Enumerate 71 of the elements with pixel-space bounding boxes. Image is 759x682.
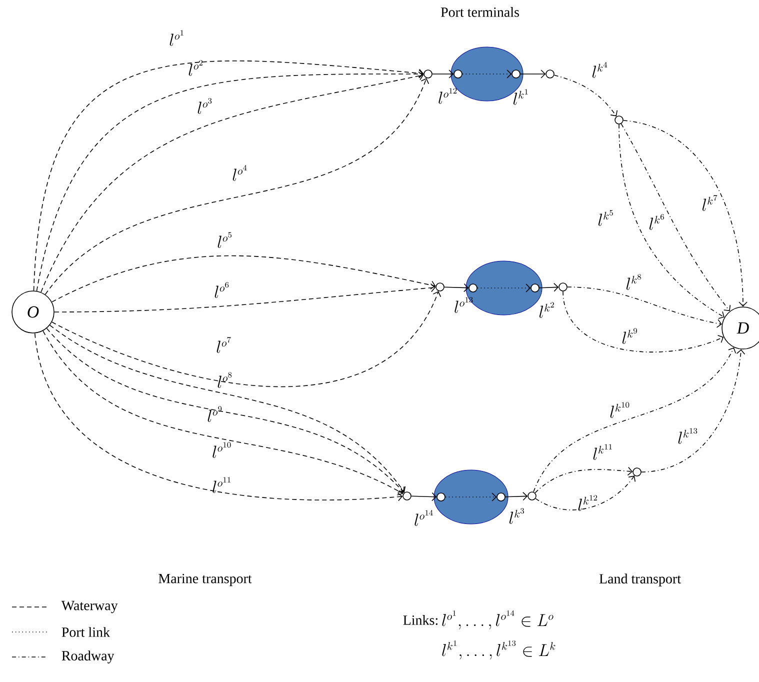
arrow: [562, 291, 724, 352]
label: Land transport: [599, 574, 681, 586]
formula: $l^{o^{1}}, \ldots, l^{o^{14}} \in L^{o}$: [442, 610, 554, 630]
edge-label: $l^{k^{11}}$: [593, 444, 612, 460]
formula: $l^{k^{1}}, \ldots, l^{k^{13}} \in L^{k}$: [442, 640, 556, 660]
edge-label: $l^{k^{13}}$: [678, 428, 698, 444]
arrow: [641, 349, 746, 472]
arrow: [539, 282, 559, 292]
edge-label: $l^{o^{9}}$: [208, 406, 222, 422]
junction-circle: [402, 492, 412, 500]
edge-label: $l^{k^{4}}$: [592, 62, 608, 78]
junction-circle: [468, 284, 478, 292]
junction-circle: [512, 70, 520, 78]
edge-label: $l^{o^{1}}$: [170, 30, 184, 46]
edge-label: $l^{o^{2}}$: [188, 60, 203, 76]
arrow: [520, 70, 546, 78]
edge-label: $l^{o^{8}}$: [218, 372, 232, 388]
arrow: [52, 291, 442, 388]
junction-circle: [454, 70, 462, 78]
junction-circle: [528, 492, 536, 500]
arrow: [445, 492, 497, 502]
edge-label: $l^{o^{4}}$: [232, 165, 247, 181]
edge-label: $l^{k^{8}}$: [626, 274, 641, 290]
arrow: [477, 284, 531, 292]
arrow: [567, 286, 722, 328]
arrow: [444, 283, 469, 292]
edge-label: $l^{o^{11}}$: [212, 477, 230, 493]
edge-label: $l^{o^{7}}$: [216, 337, 231, 353]
junction-circle: [546, 70, 554, 78]
edge-label: $l^{k^{7}}$: [702, 195, 718, 211]
edge-label: $l^{o^{12}}$: [438, 88, 457, 104]
arrow: [535, 476, 636, 510]
edge-label: $l^{k^{6}}$: [649, 214, 664, 230]
port-ellipse: [434, 470, 508, 524]
arrow: [462, 70, 512, 78]
legend-label: Roadway: [62, 650, 114, 664]
edge-label: $l^{k^{3}}$: [509, 508, 524, 524]
junction-circle: [632, 468, 642, 476]
arrow: [623, 120, 748, 307]
junction-circle: [424, 70, 432, 78]
arrow: [554, 74, 618, 116]
arrow: [534, 466, 633, 494]
arrow: [533, 347, 736, 492]
junction-circle: [436, 492, 446, 502]
edge-label: $l^{k^{12}}$: [578, 495, 598, 511]
edge-label: $l^{o^{3}}$: [198, 98, 212, 114]
label: Marine transport: [158, 574, 252, 586]
arrow: [505, 492, 528, 501]
legend-label: Port link: [62, 627, 110, 637]
arrow: [411, 492, 437, 502]
arrow: [432, 70, 454, 78]
edge-label: $l^{o^{14}}$: [414, 510, 433, 526]
label: Links:: [403, 615, 438, 625]
edge-label: $l^{o^{6}}$: [214, 282, 229, 298]
arrow: [52, 255, 436, 302]
junction-circle: [530, 284, 540, 292]
edge-label: $l^{k^{9}}$: [622, 328, 637, 344]
edge-label: $l^{o^{10}}$: [212, 442, 231, 458]
junction-circle: [436, 282, 444, 292]
edge-label: $l^{o^{5}}$: [218, 232, 232, 248]
junction-circle: [614, 116, 624, 124]
edge-label: $l^{k^{5}}$: [598, 210, 613, 226]
edge-label: $l^{k^{10}}$: [610, 402, 630, 418]
label: Port terminals: [440, 7, 519, 17]
legend-label: Waterway: [61, 600, 118, 614]
junction-circle: [558, 282, 568, 292]
junction-circle: [496, 492, 506, 502]
arrow: [54, 283, 436, 312]
edge-label: $l^{k^{1}}$: [513, 89, 528, 105]
edge-label: $l^{o^{13}}$: [454, 297, 473, 313]
edge-label: $l^{k^{2}}$: [539, 302, 554, 318]
